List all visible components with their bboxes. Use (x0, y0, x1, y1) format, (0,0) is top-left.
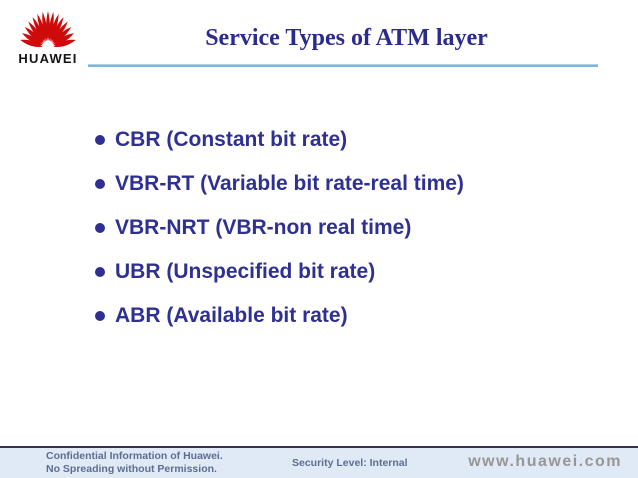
bullet-item: UBR (Unspecified bit rate) (95, 259, 464, 283)
bullet-text: CBR (Constant bit rate) (115, 127, 348, 151)
slide-title: Service Types of ATM layer (205, 25, 488, 51)
security-level-label: Security Level: Internal (292, 457, 408, 469)
bullet-text: VBR-NRT (VBR-non real time) (115, 215, 412, 239)
bullet-text: VBR-RT (Variable bit rate-real time) (115, 171, 464, 195)
bullet-dot-icon (95, 310, 105, 321)
bullet-item: VBR-NRT (VBR-non real time) (95, 215, 464, 239)
confidential-line-1: Confidential Information of Huawei. (46, 450, 223, 462)
confidential-line-2: No Spreading without Permission. (46, 462, 217, 475)
bullet-item: VBR-RT (Variable bit rate-real time) (95, 171, 464, 195)
title-underline (88, 64, 598, 67)
bullet-item: CBR (Constant bit rate) (95, 127, 464, 151)
footer-bar (0, 448, 638, 478)
confidential-notice: Confidential Information of Huawei. No S… (46, 450, 223, 475)
bullet-dot-icon (95, 222, 105, 233)
website-url: www.huawei.com (468, 453, 622, 470)
bullet-text: ABR (Available bit rate) (115, 303, 348, 327)
bullet-text: UBR (Unspecified bit rate) (115, 259, 376, 283)
bullet-item: ABR (Available bit rate) (95, 303, 464, 327)
footer-divider (0, 446, 638, 448)
bullet-list: CBR (Constant bit rate) VBR-RT (Variable… (95, 127, 464, 349)
huawei-logo-text: HUAWEI (18, 51, 78, 66)
huawei-logo: HUAWEI (16, 7, 80, 66)
bullet-dot-icon (95, 266, 105, 277)
bullet-dot-icon (95, 178, 105, 189)
bullet-dot-icon (95, 134, 105, 145)
huawei-fan-icon (20, 11, 76, 47)
